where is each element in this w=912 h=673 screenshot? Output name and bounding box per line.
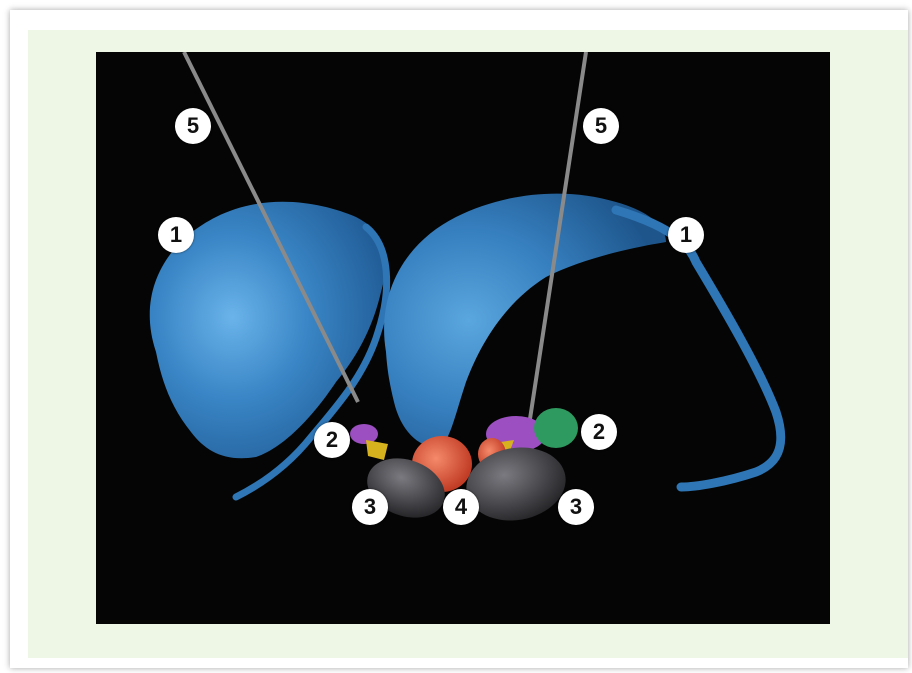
right-green-structure: [534, 408, 578, 448]
left-purple-structure: [350, 424, 378, 444]
right-ventricle-tail: [616, 210, 781, 487]
marker-5-left: 5: [175, 108, 211, 144]
marker-2-right: 2: [581, 414, 617, 450]
marker-5-right: 5: [583, 108, 619, 144]
marker-4-center: 4: [443, 489, 479, 525]
right-ventricle: [384, 194, 666, 448]
marker-1-right: 1: [668, 217, 704, 253]
marker-1-left: 1: [158, 217, 194, 253]
marker-3-right: 3: [558, 489, 594, 525]
left-yellow-structure: [366, 440, 388, 460]
marker-3-left: 3: [352, 489, 388, 525]
marker-2-left: 2: [314, 422, 350, 458]
